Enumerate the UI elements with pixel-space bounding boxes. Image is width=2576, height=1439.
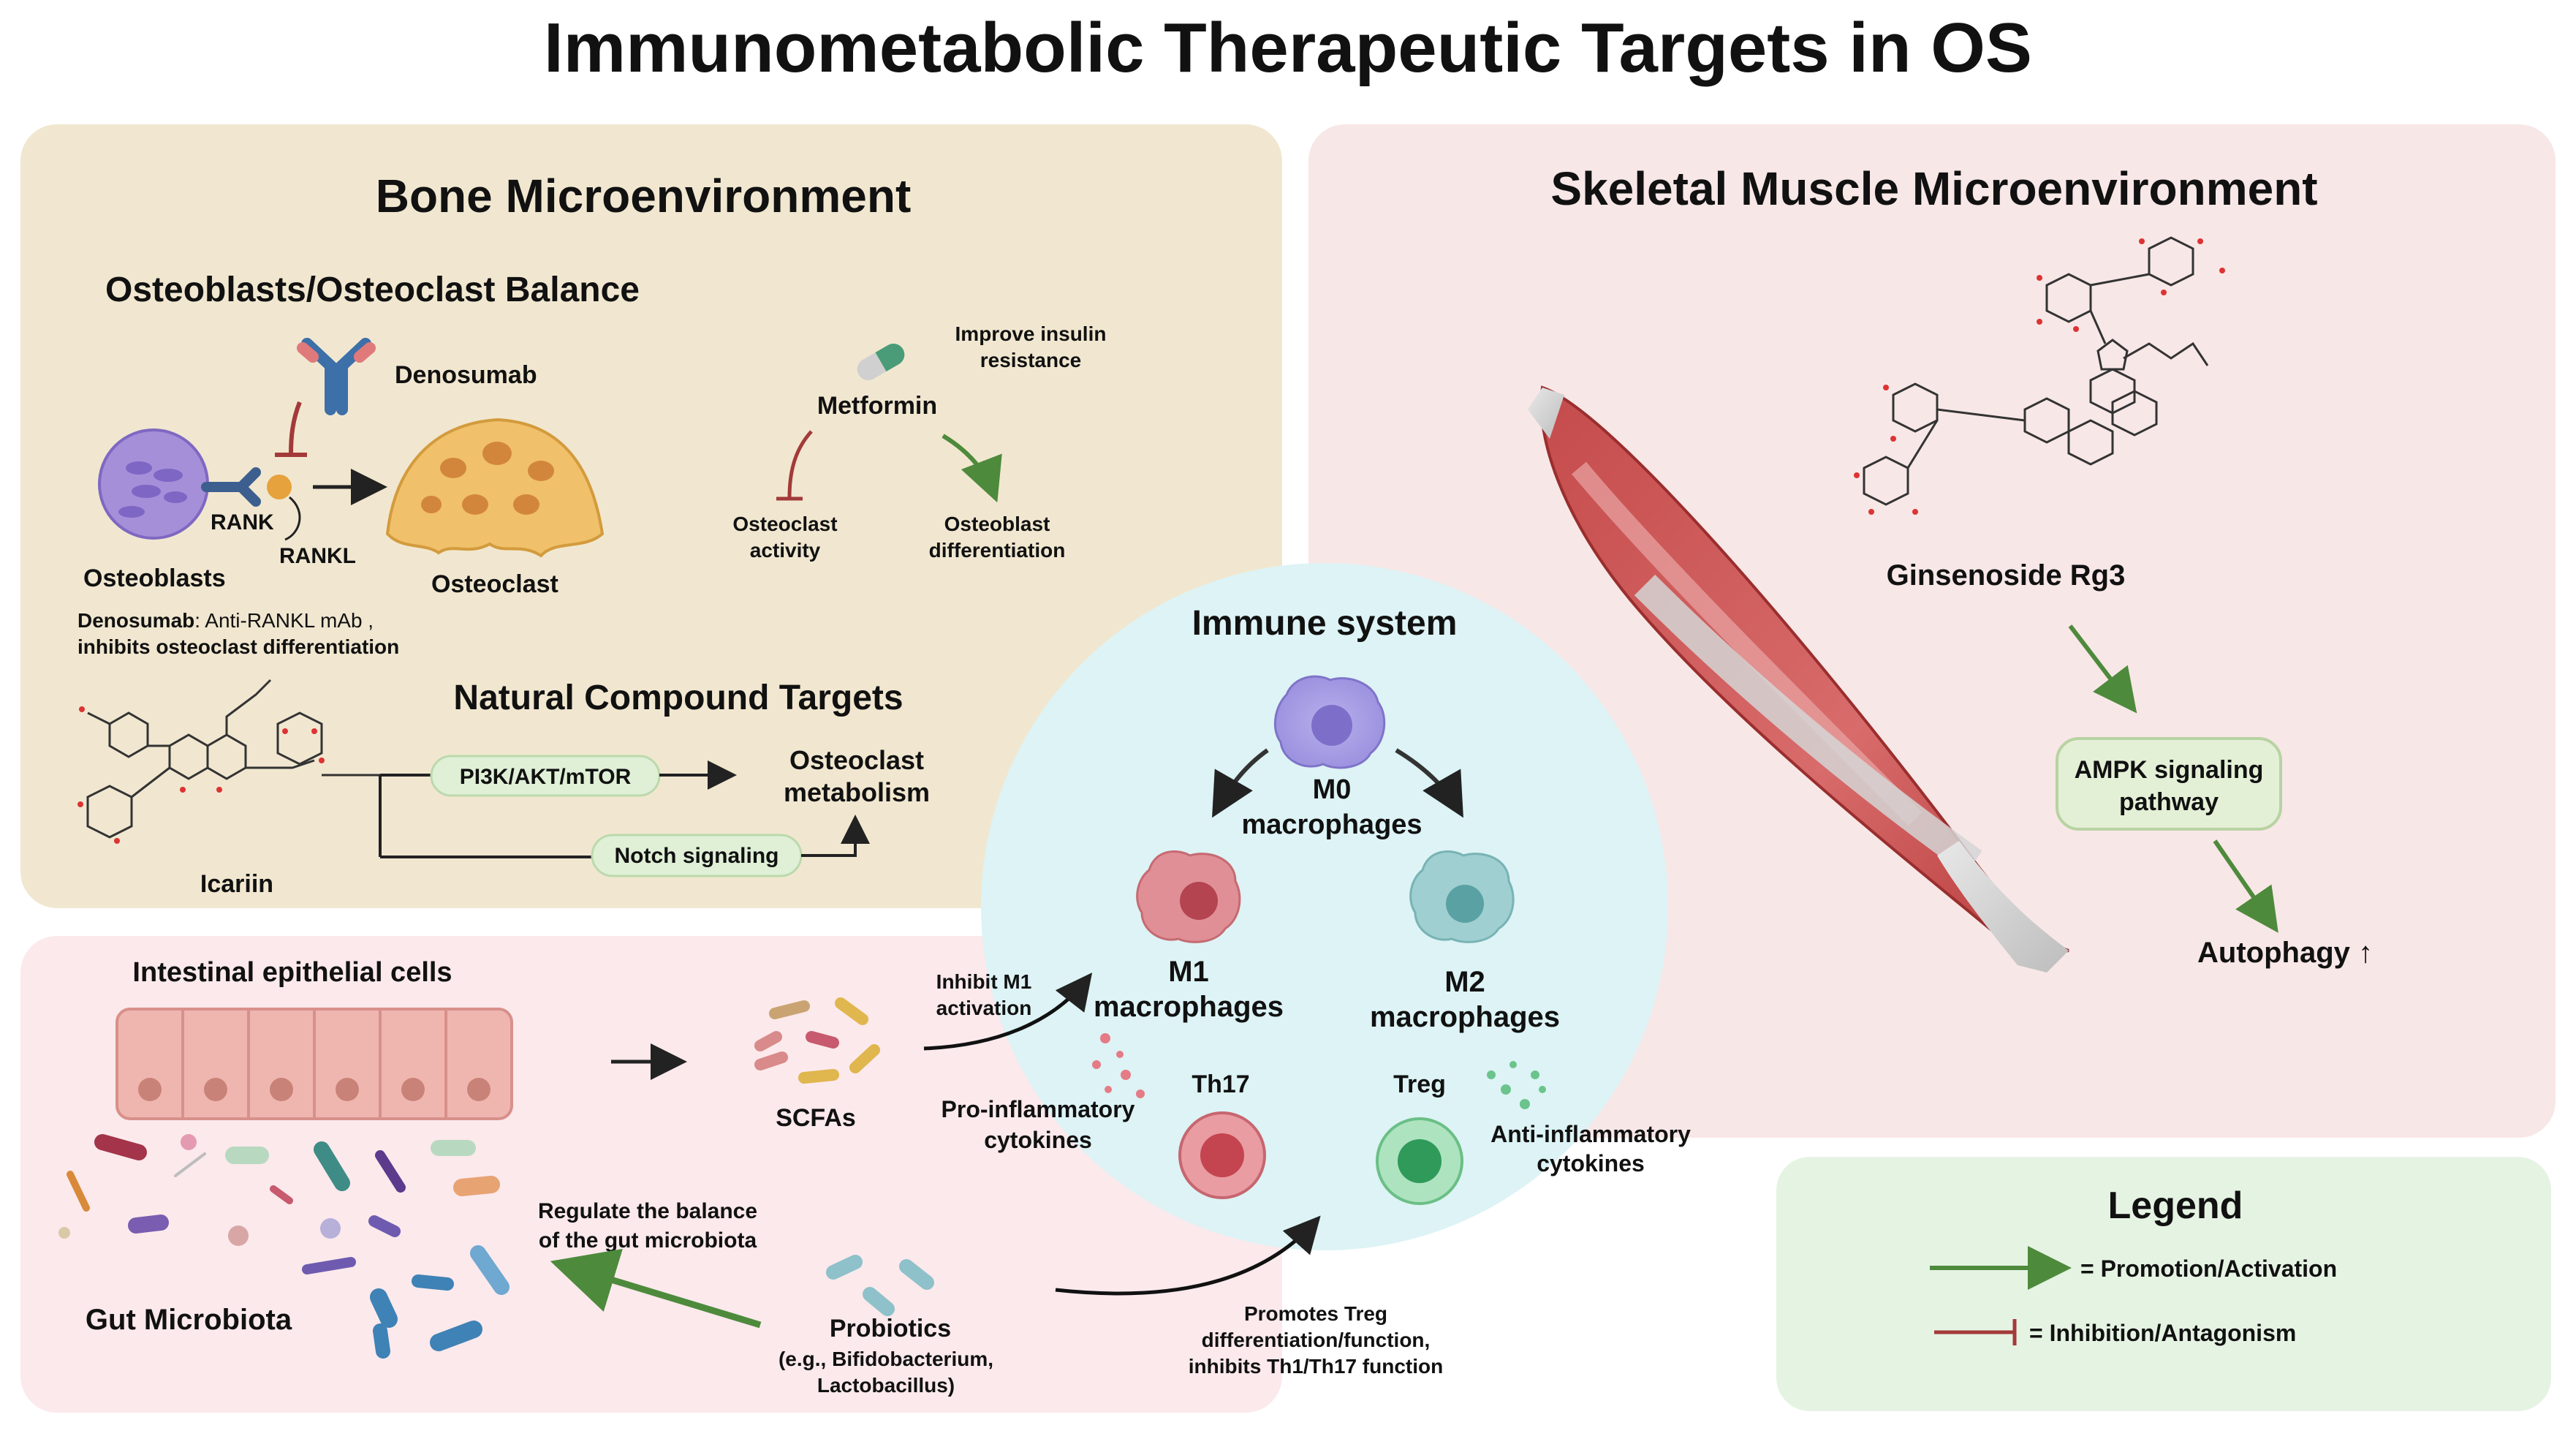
- natural-heading: Natural Compound Targets: [453, 679, 903, 717]
- probiotics-label: Probiotics: [830, 1315, 951, 1342]
- ginsenoside-structure-icon: [1863, 236, 2209, 506]
- osteoclast-cell-icon: [385, 418, 605, 558]
- pi3k-label: PI3K/AKT/mTOR: [460, 765, 632, 789]
- notch-arrow: [801, 815, 870, 857]
- probiotics-to-microbiota-arrow: [550, 1248, 762, 1329]
- ampk-line2: pathway: [2119, 788, 2219, 816]
- rankl-label: RANKL: [279, 544, 356, 568]
- denosumab-note-line2: inhibits osteoclast differentiation: [77, 635, 399, 658]
- ginsenoside-oh-marks: [1854, 238, 2225, 515]
- rank-receptor-icon: [201, 467, 261, 507]
- rank-label: RANK: [211, 510, 274, 535]
- legend-inhibition-label: = Inhibition/Antagonism: [2029, 1320, 2296, 1346]
- m0-to-m2-arrow: [1395, 748, 1463, 818]
- treg-note-line3: inhibits Th1/Th17 function: [1189, 1355, 1443, 1378]
- probiotics-to-treg-arrow: [1055, 1215, 1321, 1296]
- pro-line1: Pro-inflammatory: [942, 1096, 1135, 1122]
- m0-to-m1-arrow: [1212, 748, 1269, 818]
- denosumab-label: Denosumab: [395, 361, 537, 389]
- ginsenoside-label: Ginsenoside Rg3: [1887, 559, 2126, 592]
- gut-microbiota-icon: [58, 1134, 509, 1359]
- probiotics-line3: Lactobacillus): [817, 1374, 955, 1397]
- oc-activity-line2: activity: [750, 539, 821, 562]
- muscle-icon: [1528, 385, 2069, 972]
- osteoblast-cell-icon: [98, 428, 209, 540]
- balance-heading: Osteoblasts/Osteoclast Balance: [105, 271, 640, 309]
- muscle-heading: Skeletal Muscle Microenvironment: [1550, 162, 2317, 215]
- oc-metab-line2: metabolism: [784, 777, 930, 807]
- anti-inflammatory-dots: [1487, 1061, 1546, 1109]
- oc-activity-line1: Osteoclast: [732, 513, 837, 535]
- insulin-line2: resistance: [980, 349, 1082, 371]
- bone-panel: [20, 124, 1282, 908]
- probiotics-icon: [826, 1255, 934, 1316]
- scfas-label: SCFAs: [776, 1104, 856, 1132]
- probiotics-line2: (e.g., Bifidobacterium,: [779, 1348, 993, 1370]
- ob-diff-line2: differentiation: [929, 539, 1066, 562]
- icariin-structure-icon: [86, 679, 380, 839]
- inhibit-line1: Inhibit M1: [936, 970, 1032, 993]
- immune-circle: [981, 563, 1668, 1250]
- m0-macrophage-icon: [1274, 675, 1386, 769]
- treg-note-line1: Promotes Treg: [1244, 1302, 1387, 1325]
- oc-metab-line1: Osteoclast: [789, 745, 924, 775]
- ampk-to-autophagy-arrow: [2213, 839, 2278, 933]
- legend-promotion-label: = Promotion/Activation: [2080, 1255, 2337, 1282]
- m0-line2: macrophages: [1241, 809, 1422, 840]
- metformin-label: Metformin: [817, 392, 937, 420]
- m1-macrophage-icon: [1136, 850, 1241, 943]
- th17-label: Th17: [1192, 1070, 1249, 1098]
- pro-inflammatory-dots: [1092, 1033, 1145, 1098]
- treg-note-line2: differentiation/function,: [1202, 1329, 1431, 1351]
- notch-label: Notch signaling: [615, 844, 779, 868]
- pro-line2: cytokines: [984, 1127, 1092, 1153]
- scfa-molecules-icon: [754, 997, 880, 1084]
- m2-line1: M2: [1444, 966, 1485, 998]
- legend-title: Legend: [2108, 1185, 2243, 1227]
- treg-cell-icon: [1376, 1117, 1463, 1205]
- denosumab-note-line1: Denosumab: Anti-RANKL mAb ,: [77, 609, 374, 632]
- ampk-box: [2056, 737, 2282, 831]
- bone-heading: Bone Microenvironment: [376, 170, 912, 222]
- rankl-pointer: [284, 496, 301, 541]
- ampk-line1: AMPK signaling: [2075, 756, 2264, 784]
- osteoclast-label: Osteoclast: [431, 570, 558, 598]
- osteoblasts-label: Osteoblasts: [83, 564, 226, 592]
- microbiota-label: Gut Microbiota: [86, 1304, 292, 1336]
- m2-line2: macrophages: [1370, 1001, 1560, 1033]
- scfa-to-m1-arrow: [923, 972, 1093, 1051]
- ginsenoside-to-ampk-arrow: [2068, 624, 2137, 714]
- m0-line1: M0: [1313, 774, 1352, 805]
- legend-panel: [1776, 1157, 2551, 1411]
- ob-diff-line1: Osteoblast: [944, 513, 1050, 535]
- epithelial-label: Intestinal epithelial cells: [132, 957, 452, 988]
- treg-label: Treg: [1393, 1070, 1446, 1098]
- antibody-icon: [297, 338, 376, 415]
- icariin-oh-marks: [77, 706, 325, 844]
- m1-line2: macrophages: [1094, 991, 1284, 1023]
- rankl-ligand-icon: [267, 475, 292, 499]
- m2-macrophage-icon: [1409, 850, 1515, 943]
- immune-heading: Immune system: [1192, 604, 1458, 643]
- th17-cell-icon: [1178, 1111, 1266, 1199]
- insulin-line1: Improve insulin: [955, 322, 1107, 345]
- page-title: Immunometabolic Therapeutic Targets in O…: [544, 9, 2032, 87]
- m1-line1: M1: [1168, 956, 1209, 988]
- inhibit-arrow-denosumab: [289, 401, 302, 454]
- autophagy-label: Autophagy ↑: [2197, 937, 2373, 969]
- anti-line1: Anti-inflammatory: [1490, 1121, 1691, 1147]
- regulate-line1: Regulate the balance: [538, 1199, 757, 1223]
- capsule-icon: [857, 344, 905, 380]
- metformin-inhibit-line: [787, 430, 813, 498]
- metformin-promote-arrow: [942, 434, 1002, 503]
- icariin-label: Icariin: [200, 870, 273, 898]
- inhibit-line2: activation: [936, 997, 1032, 1019]
- epithelial-cells-icon: [115, 1008, 513, 1120]
- anti-line2: cytokines: [1537, 1150, 1645, 1176]
- regulate-line2: of the gut microbiota: [539, 1228, 757, 1253]
